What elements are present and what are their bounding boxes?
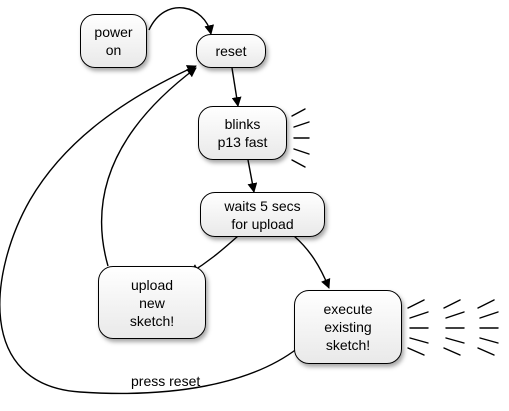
activity-rays-2 (443, 299, 465, 356)
node-blinks: blinks p13 fast (198, 106, 287, 160)
activity-rays-1 (407, 299, 429, 356)
blink-rays (291, 108, 310, 168)
node-power-on: power on (80, 14, 147, 68)
arrow-execute-to-reset (0, 65, 299, 395)
arrow-upload-to-reset (100, 67, 197, 267)
edge-label-press-reset: press reset (131, 373, 201, 389)
node-upload: upload new sketch! (98, 266, 206, 339)
node-reset: reset (196, 34, 266, 68)
node-execute: execute existing sketch! (294, 290, 402, 364)
arrow-power-to-reset (148, 7, 214, 35)
activity-rays-3 (477, 299, 499, 356)
node-waits: waits 5 secs for upload (200, 192, 325, 237)
arrow-blinks-to-waits (247, 159, 258, 193)
arrow-reset-to-blinks (231, 67, 242, 107)
arrow-waits-to-execute (293, 235, 331, 289)
